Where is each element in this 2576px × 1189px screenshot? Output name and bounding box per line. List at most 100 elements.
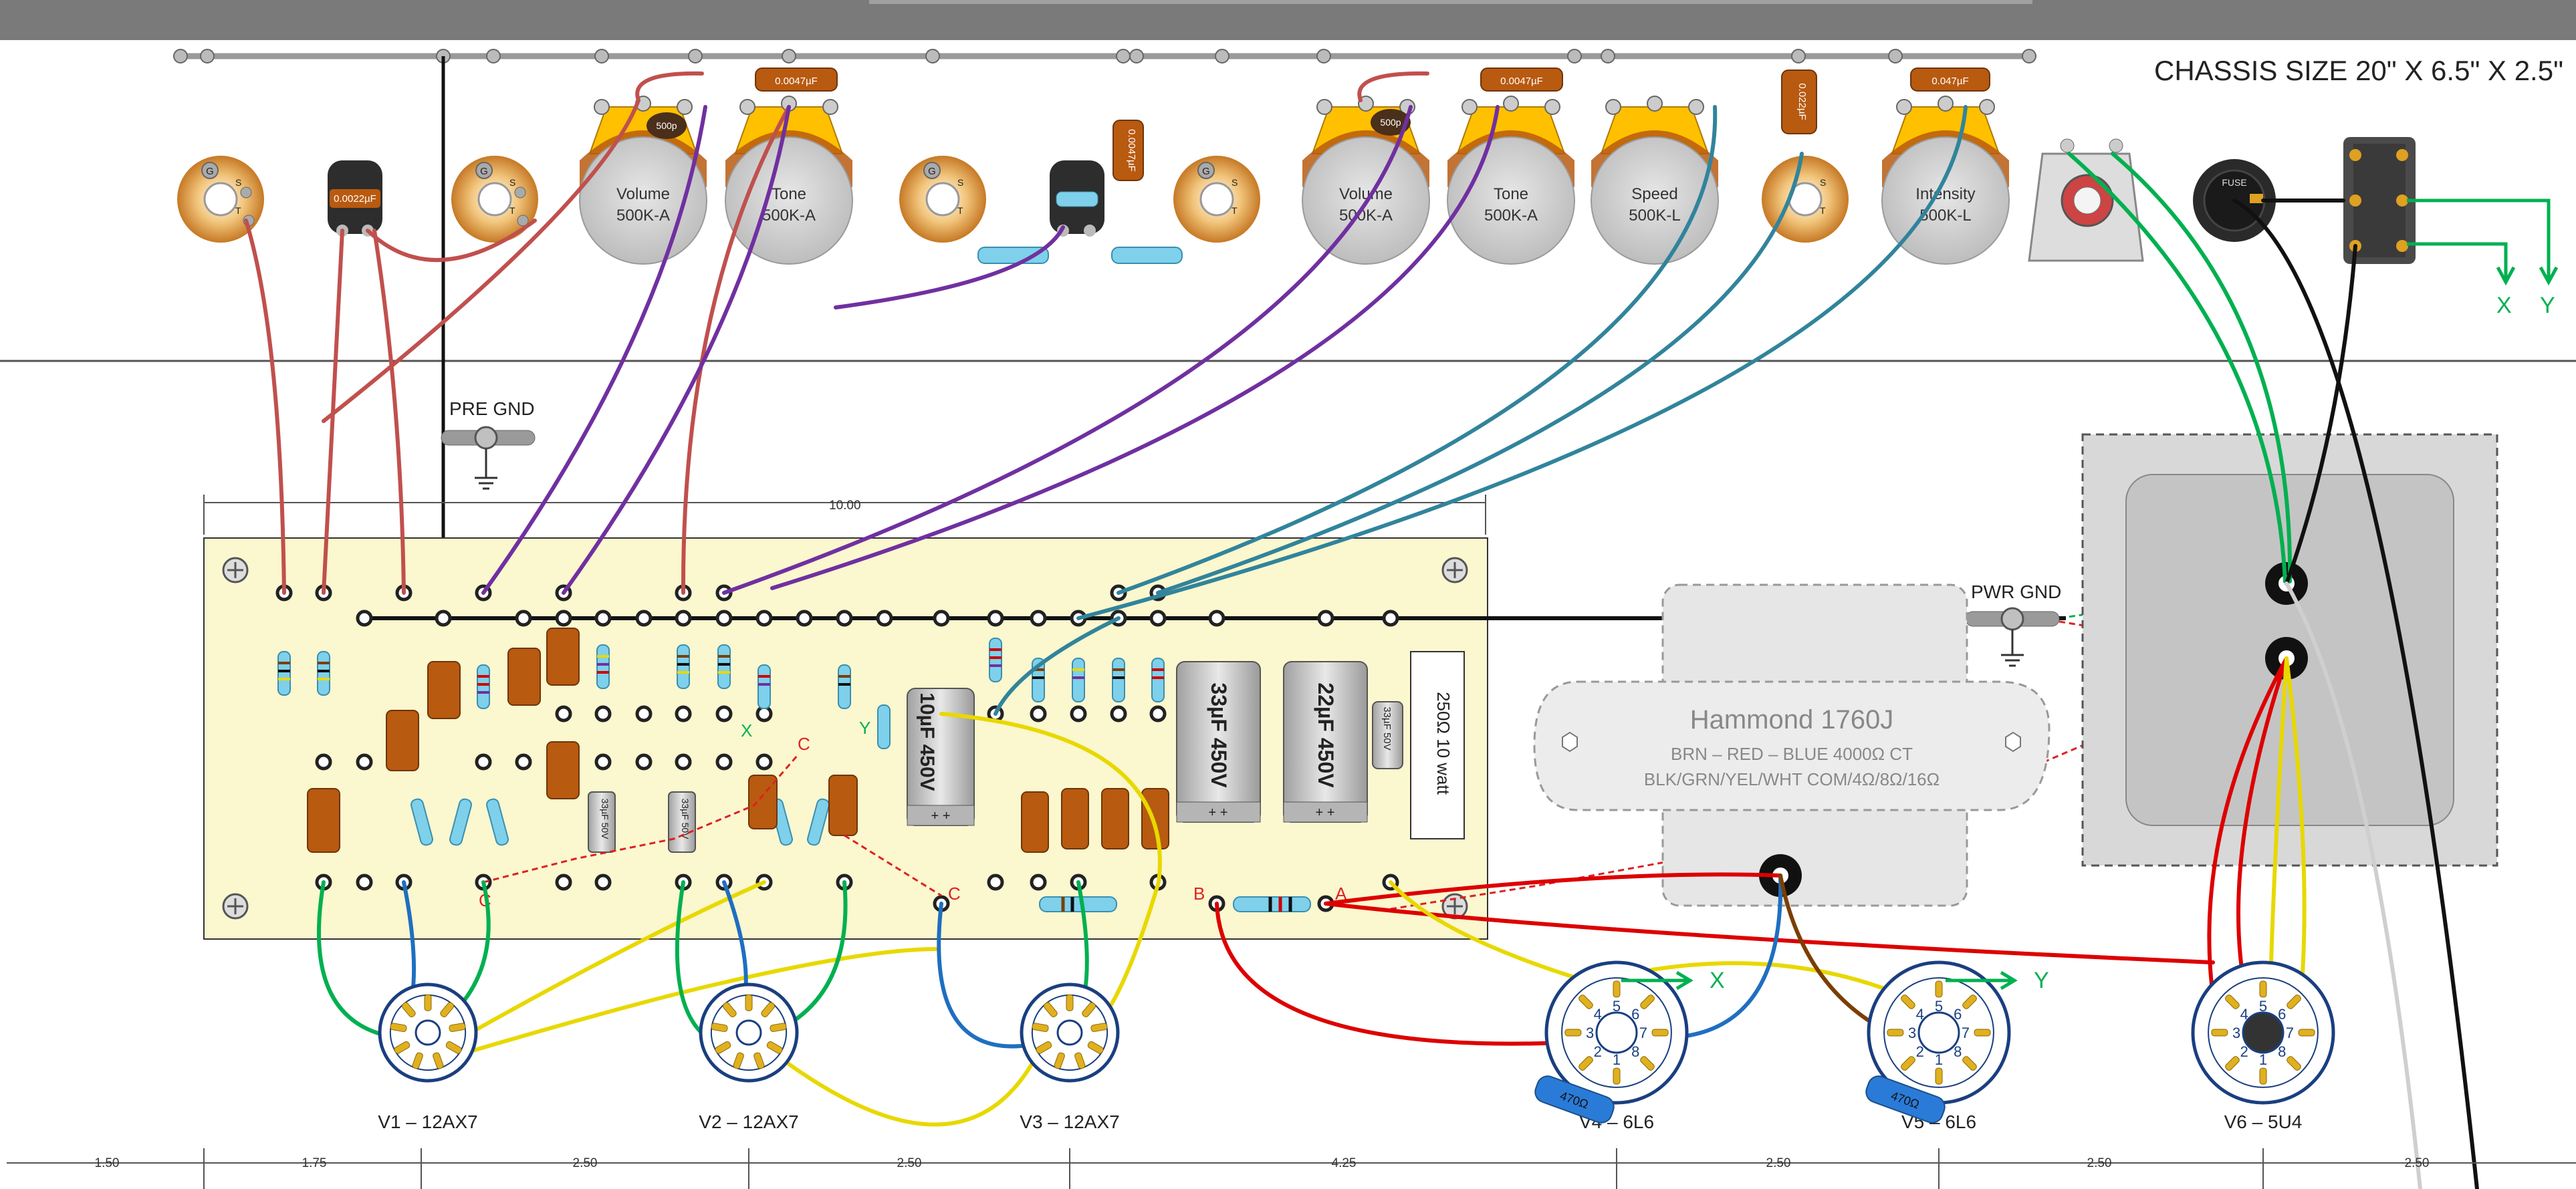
svg-text:4: 4 bbox=[1594, 1006, 1602, 1023]
arrow-x-top: X bbox=[2496, 293, 2512, 318]
svg-text:250Ω 10 watt: 250Ω 10 watt bbox=[1433, 692, 1453, 795]
board-y: Y bbox=[859, 718, 870, 738]
svg-text:7: 7 bbox=[1962, 1025, 1970, 1041]
svg-text:7: 7 bbox=[2286, 1025, 2294, 1041]
svg-text:G: G bbox=[1202, 166, 1210, 177]
svg-text:8: 8 bbox=[1631, 1043, 1639, 1060]
power-switch[interactable] bbox=[2343, 137, 2416, 264]
dim-label: 1.75 bbox=[302, 1156, 327, 1170]
point-c-3: C bbox=[948, 884, 961, 904]
arrow-y-top: Y bbox=[2540, 293, 2555, 318]
svg-text:+ +: + + bbox=[931, 809, 951, 823]
svg-text:4: 4 bbox=[1916, 1006, 1924, 1023]
svg-text:33µF 50V: 33µF 50V bbox=[600, 799, 610, 840]
pot-value: 500K-L bbox=[1629, 207, 1680, 225]
ot-secondary: BLK/GRN/YEL/WHT COM/4Ω/8Ω/16Ω bbox=[1644, 769, 1940, 789]
ac-inlet[interactable] bbox=[2028, 138, 2144, 262]
svg-text:5: 5 bbox=[1613, 998, 1621, 1015]
svg-text:3: 3 bbox=[1908, 1025, 1916, 1041]
svg-text:S: S bbox=[1232, 177, 1238, 188]
pot-name: Tone bbox=[772, 185, 806, 203]
svg-text:0.047µF: 0.047µF bbox=[1931, 76, 1968, 87]
svg-text:6: 6 bbox=[1954, 1006, 1962, 1023]
cathode-caps: 33µF 50V 33µF 50V bbox=[588, 791, 696, 853]
svg-text:8: 8 bbox=[1954, 1043, 1962, 1060]
pot-value: 500K-A bbox=[616, 207, 670, 225]
point-a: A bbox=[1335, 884, 1347, 904]
svg-text:T: T bbox=[1232, 205, 1238, 216]
arrow-x-v4: X bbox=[1710, 968, 1725, 993]
tube-socket-2: V2 – 12AX7 bbox=[699, 982, 799, 1132]
bright-switch-2[interactable] bbox=[1050, 160, 1104, 237]
pot-5[interactable]: Speed 500K-L bbox=[1591, 96, 1719, 265]
dim-label: 4.25 bbox=[1332, 1156, 1357, 1170]
bottom-dimension bbox=[7, 1148, 2576, 1189]
tube-socket-1: V1 – 12AX7 bbox=[378, 982, 478, 1132]
svg-text:0.0047µF: 0.0047µF bbox=[1126, 129, 1137, 172]
svg-text:+ +: + + bbox=[1209, 805, 1228, 820]
svg-text:G: G bbox=[206, 166, 214, 177]
dim-label: 2.50 bbox=[573, 1156, 598, 1170]
svg-text:33µF 50V: 33µF 50V bbox=[1381, 706, 1393, 750]
pre-gnd-label: PRE GND bbox=[449, 398, 535, 419]
tube-label: V1 – 12AX7 bbox=[378, 1111, 477, 1132]
tube-label: V2 – 12AX7 bbox=[699, 1111, 798, 1132]
svg-text:+ +: + + bbox=[1316, 805, 1335, 820]
pot-name: Volume bbox=[616, 185, 670, 203]
input-jack-3[interactable]: G S T bbox=[899, 156, 986, 243]
svg-text:4: 4 bbox=[2240, 1006, 2248, 1023]
chassis-size-title: CHASSIS SIZE 20" X 6.5" X 2.5" bbox=[2154, 55, 2563, 86]
filter-cap-22uf: 22µF 450V + + bbox=[1283, 661, 1368, 823]
svg-text:5: 5 bbox=[2259, 998, 2267, 1015]
power-ground-lug: PWR GND bbox=[1959, 581, 2066, 667]
pwr-gnd-label: PWR GND bbox=[1971, 581, 2061, 602]
board-dimension bbox=[203, 495, 1486, 535]
dim-label: 2.50 bbox=[1766, 1156, 1791, 1170]
svg-text:10µF 450V: 10µF 450V bbox=[916, 692, 938, 791]
svg-text:2: 2 bbox=[1594, 1043, 1602, 1060]
small-bias-cap: 33µF 50V bbox=[1372, 701, 1403, 769]
pot-name: Speed bbox=[1631, 185, 1677, 203]
svg-text:S: S bbox=[509, 177, 515, 188]
pot-value: 500K-A bbox=[762, 207, 816, 225]
board-coupling-caps bbox=[307, 628, 1169, 853]
svg-text:T: T bbox=[957, 205, 963, 216]
svg-text:3: 3 bbox=[2232, 1025, 2240, 1041]
footswitch-jack[interactable]: S T bbox=[1762, 156, 1849, 243]
svg-text:33µF 450V: 33µF 450V bbox=[1207, 682, 1231, 788]
filter-cap-33uf: 33µF 450V + + bbox=[1176, 661, 1261, 823]
bright-switch-1[interactable]: 0.0022µF bbox=[328, 160, 382, 237]
pot-value: 500K-A bbox=[1339, 207, 1393, 225]
svg-text:6: 6 bbox=[2278, 1006, 2286, 1023]
pot-2[interactable]: Tone 500K-A bbox=[725, 96, 853, 265]
dim-label: 2.50 bbox=[897, 1156, 922, 1170]
svg-text:0.0047µF: 0.0047µF bbox=[775, 76, 818, 87]
svg-text:1: 1 bbox=[2259, 1051, 2267, 1068]
svg-text:1: 1 bbox=[1935, 1051, 1943, 1068]
svg-text:3: 3 bbox=[1586, 1025, 1594, 1041]
svg-text:6: 6 bbox=[1631, 1006, 1639, 1023]
pot-1[interactable]: Volume 500K-A bbox=[579, 96, 707, 265]
svg-text:T: T bbox=[235, 205, 241, 216]
svg-text:1: 1 bbox=[1613, 1051, 1621, 1068]
svg-text:G: G bbox=[928, 166, 936, 177]
svg-text:0.0022µF: 0.0022µF bbox=[334, 193, 376, 205]
pre-ground-lug: PRE GND bbox=[441, 398, 536, 490]
input-jack-2[interactable]: G S T bbox=[451, 156, 538, 243]
dim-label: 2.50 bbox=[2405, 1156, 2430, 1170]
output-tube-arrows bbox=[1621, 970, 2018, 990]
svg-text:0.022µF: 0.022µF bbox=[1796, 83, 1808, 120]
input-jack-1[interactable]: G S T bbox=[177, 156, 264, 243]
svg-text:33µF 50V: 33µF 50V bbox=[680, 799, 691, 840]
input-jack-4[interactable]: G S T bbox=[1173, 156, 1260, 243]
point-b: B bbox=[1193, 884, 1205, 904]
power-resistor: 250Ω 10 watt bbox=[1410, 651, 1465, 839]
dim-label: 2.50 bbox=[2087, 1156, 2112, 1170]
svg-text:T: T bbox=[509, 205, 515, 216]
